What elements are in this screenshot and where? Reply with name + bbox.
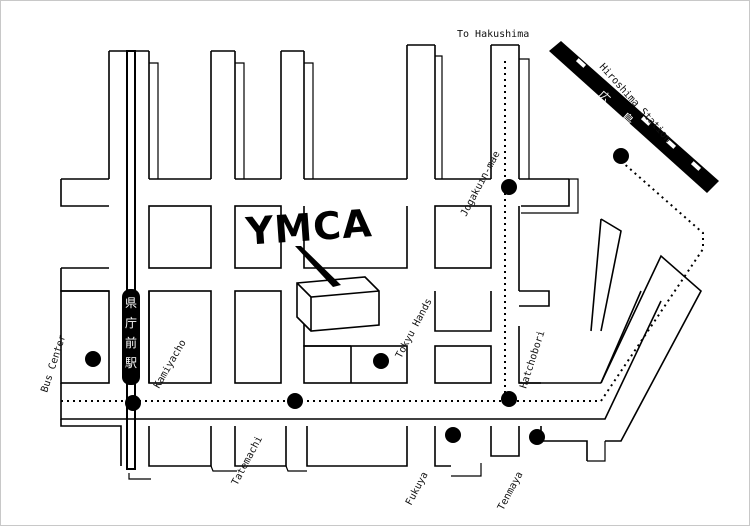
ymca-building[interactable] xyxy=(296,276,380,332)
stop-dot xyxy=(373,353,389,369)
stop-dot xyxy=(445,427,461,443)
label-tokyu-hands: Tokyu Hands xyxy=(394,297,435,361)
label-tenmaya: Tenmaya xyxy=(496,470,526,512)
kencho-kanji-2: 庁 xyxy=(125,316,137,330)
kencho-kanji-1: 県 xyxy=(125,296,137,310)
label-fukuya: Fukuya xyxy=(404,470,431,507)
stop-dot xyxy=(287,393,303,409)
kencho-kanji-4: 駅 xyxy=(125,356,137,370)
streetcar-route xyxy=(61,61,704,402)
stop-dot xyxy=(613,148,629,164)
stop-dots xyxy=(85,148,629,445)
street-grid xyxy=(60,44,703,480)
kencho-kanji-3: 前 xyxy=(125,335,137,350)
label-to-hakushima: To Hakushima xyxy=(457,29,529,40)
stop-dot xyxy=(501,391,517,407)
stop-dot xyxy=(501,179,517,195)
railway-track: 広 島 xyxy=(549,41,719,193)
label-jogakuin-mae: Jogakuin-mae xyxy=(459,149,503,218)
stop-dot xyxy=(529,429,545,445)
kencho-line: 県 庁 前 駅 xyxy=(122,50,140,470)
ymca-pointer xyxy=(295,246,341,287)
ymca-title: YMCA xyxy=(243,201,373,254)
label-bus-center: Bus Center xyxy=(39,333,68,394)
label-hatchobori: Hatchobori xyxy=(518,329,547,390)
stop-dot xyxy=(85,351,101,367)
stop-dot xyxy=(125,395,141,411)
